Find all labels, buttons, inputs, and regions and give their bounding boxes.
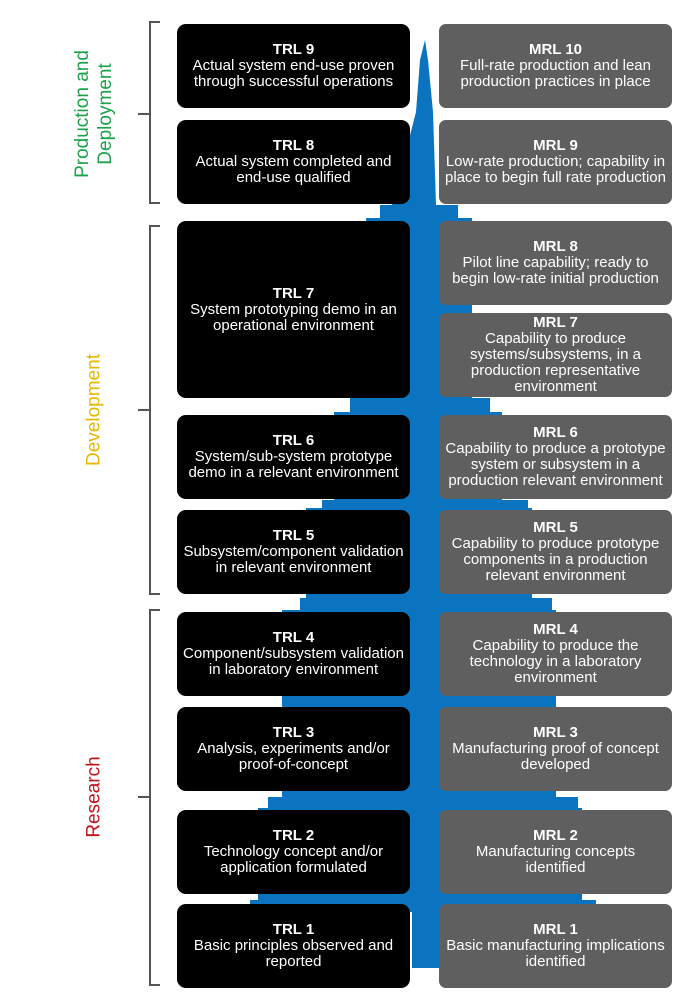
mrl-9-box: MRL 9 Low-rate production; capability in… xyxy=(439,120,672,204)
phase-label-production: Production and Deployment xyxy=(72,50,116,178)
mrl-3-box: MRL 3 Manufacturing proof of concept dev… xyxy=(439,707,672,791)
mrl-4-box: MRL 4 Capability to produce the technolo… xyxy=(439,612,672,696)
trl-7-text: System prototyping demo in an operationa… xyxy=(190,300,397,334)
bracket-development xyxy=(138,225,160,595)
trl-1-title: TRL 1 xyxy=(272,921,315,938)
mrl-7-box: MRL 7 Capability to produce systems/subs… xyxy=(439,313,672,397)
mrl-5-text: Capability to produce prototype componen… xyxy=(451,535,660,584)
mrl-10-box: MRL 10 Full-rate production and lean pro… xyxy=(439,24,672,108)
trl-3-title: TRL 3 xyxy=(272,724,315,741)
mrl-1-box: MRL 1 Basic manufacturing implications i… xyxy=(439,904,672,988)
mrl-1-title: MRL 1 xyxy=(533,921,578,938)
trl-7-title: TRL 7 xyxy=(272,284,315,302)
trl-5-title: TRL 5 xyxy=(272,527,315,544)
trl-8-title: TRL 8 xyxy=(272,137,315,154)
mrl-5-title: MRL 5 xyxy=(533,519,578,536)
trl-6-box: TRL 6 System/sub-system prototype demo i… xyxy=(177,415,410,499)
trl-5-box: TRL 5 Subsystem/component validation in … xyxy=(177,510,410,594)
trl-1-box: TRL 1 Basic principles observed and repo… xyxy=(177,904,410,988)
trl-9-title: TRL 9 xyxy=(272,41,315,58)
trl-2-text: Technology concept and/or application fo… xyxy=(203,843,384,876)
trl-6-text: System/sub-system prototype demo in a re… xyxy=(188,448,399,481)
trl-2-title: TRL 2 xyxy=(272,827,315,844)
bracket-production xyxy=(138,21,160,204)
mrl-3-text: Manufacturing proof of concept developed xyxy=(452,740,659,773)
mrl-4-title: MRL 4 xyxy=(533,621,578,638)
trl-3-box: TRL 3 Analysis, experiments and/or proof… xyxy=(177,707,410,791)
mrl-4-text: Capability to produce the technology in … xyxy=(469,637,642,686)
trl-4-title: TRL 4 xyxy=(272,629,315,646)
mrl-6-title: MRL 6 xyxy=(533,424,578,441)
mrl-8-box: MRL 8 Pilot line capability; ready to be… xyxy=(439,221,672,305)
trl-8-box: TRL 8 Actual system completed and end-us… xyxy=(177,120,410,204)
trl-9-box: TRL 9 Actual system end-use proven throu… xyxy=(177,24,410,108)
phase-label-development: Development xyxy=(83,354,105,466)
mrl-9-title: MRL 9 xyxy=(533,137,578,154)
mrl-8-text: Pilot line capability; ready to begin lo… xyxy=(452,254,659,287)
mrl-10-title: MRL 10 xyxy=(528,41,583,58)
mrl-6-box: MRL 6 Capability to produce a prototype … xyxy=(439,415,672,499)
mrl-7-text: Capability to produce systems/subsystems… xyxy=(470,330,641,395)
trl-1-text: Basic principles observed and reported xyxy=(193,937,394,970)
trl-2-box: TRL 2 Technology concept and/or applicat… xyxy=(177,810,410,894)
trl-4-text: Component/subsystem validation in labora… xyxy=(183,645,404,678)
mrl-2-title: MRL 2 xyxy=(533,827,578,844)
mrl-8-title: MRL 8 xyxy=(533,238,578,255)
trl-9-text: Actual system end-use proven through suc… xyxy=(192,57,395,90)
mrl-5-box: MRL 5 Capability to produce prototype co… xyxy=(439,510,672,594)
mrl-6-text: Capability to produce a prototype system… xyxy=(445,440,666,489)
trl-5-text: Subsystem/component validation in releva… xyxy=(183,543,404,576)
mrl-3-title: MRL 3 xyxy=(533,724,578,741)
phase-label-research: Research xyxy=(83,756,105,838)
mrl-10-text: Full-rate production and lean production… xyxy=(460,57,651,90)
mrl-7-title: MRL 7 xyxy=(533,314,578,331)
trl-7-box: TRL 7 System prototyping demo in an oper… xyxy=(177,221,410,398)
trl-3-text: Analysis, experiments and/or proof-of-co… xyxy=(197,740,390,773)
mrl-2-box: MRL 2 Manufacturing concepts identified xyxy=(439,810,672,894)
mrl-2-text: Manufacturing concepts identified xyxy=(475,843,636,876)
trl-8-text: Actual system completed and end-use qual… xyxy=(195,153,392,186)
trl-4-box: TRL 4 Component/subsystem validation in … xyxy=(177,612,410,696)
mrl-1-text: Basic manufacturing implications identif… xyxy=(446,937,665,970)
mrl-9-text: Low-rate production; capability in place… xyxy=(445,153,666,186)
bracket-research xyxy=(138,609,160,986)
trl-6-title: TRL 6 xyxy=(272,432,315,449)
